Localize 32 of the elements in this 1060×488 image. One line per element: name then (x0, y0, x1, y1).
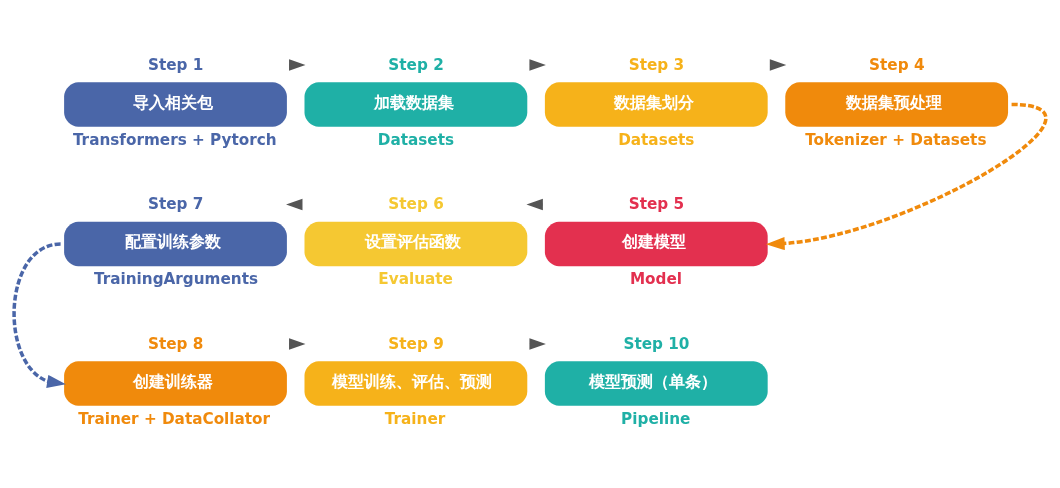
node-label: Trainer (384, 409, 446, 428)
node-label: Step 2 (388, 55, 444, 74)
node-box: 模型训练、评估、预测 (304, 361, 528, 406)
node-box: 导入相关包 (64, 82, 287, 127)
node-label: Model (629, 270, 682, 289)
arrow (765, 102, 1047, 251)
node-box: 数据集划分 (544, 82, 768, 127)
node-box: 模型预测（单条） (544, 361, 768, 406)
node-label: Step 7 (147, 195, 204, 214)
node-label: TrainingArguments (94, 270, 259, 289)
node-label: Step 4 (869, 55, 925, 74)
node-label: Pipeline (621, 409, 691, 428)
node-box: 设置评估函数 (304, 221, 528, 267)
node-label: Datasets (618, 130, 695, 149)
node-label: Step 5 (628, 195, 685, 214)
node-label: Tokenizer + Datasets (805, 130, 987, 149)
node-label: Trainer + DataCollator (78, 409, 271, 428)
node-label: Evaluate (378, 270, 453, 289)
node-label: Transformers + Pytorch (72, 130, 277, 149)
node-label: Datasets (377, 130, 455, 149)
node-label: Step 1 (147, 55, 204, 74)
node-label: Step 3 (628, 55, 685, 74)
node-label: Step 9 (388, 334, 444, 353)
node-box: 配置训练参数 (64, 221, 287, 267)
node-label: Step 6 (388, 195, 444, 214)
node-label: Step 8 (147, 334, 204, 353)
node-label: Step 10 (623, 334, 690, 353)
node-box: 创建训练器 (64, 361, 287, 406)
arrow (12, 242, 66, 388)
node-box: 加载数据集 (304, 82, 528, 127)
node-box: 数据集预处理 (785, 82, 1009, 127)
node-box: 创建模型 (544, 221, 768, 267)
